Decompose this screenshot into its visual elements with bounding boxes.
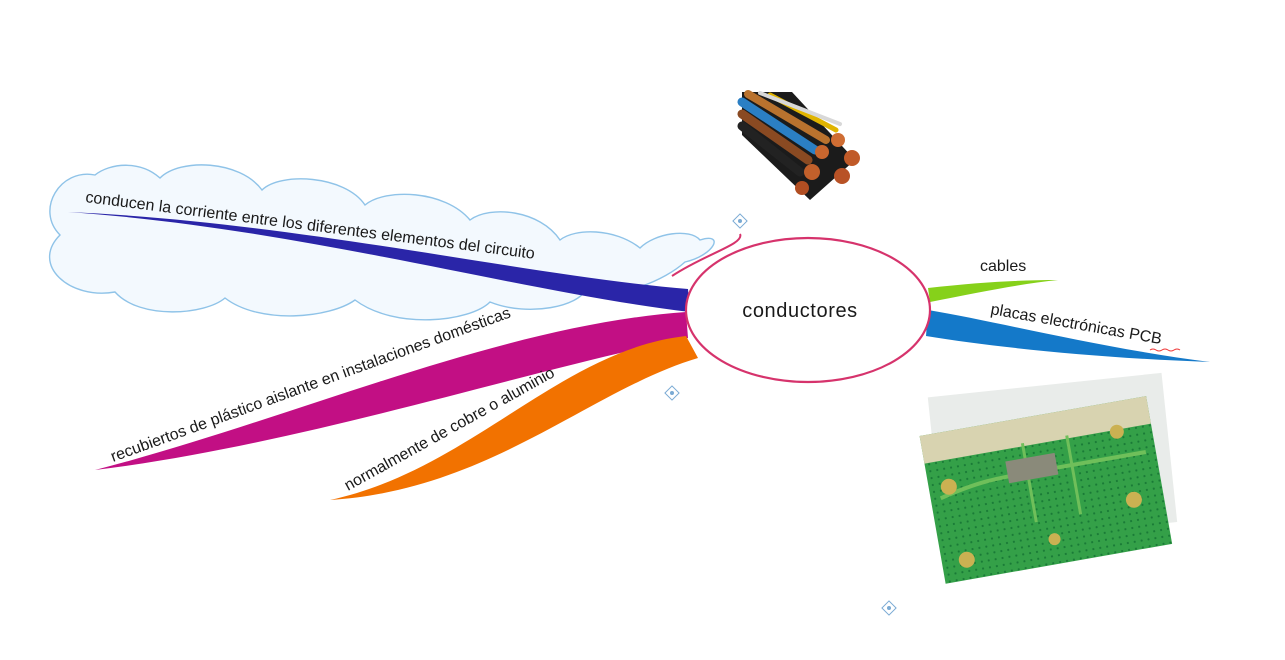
branch-b4[interactable] [928, 280, 1058, 302]
central-topic-outline [671, 233, 742, 277]
handle-icon-2[interactable] [664, 385, 680, 401]
branch-b1[interactable] [68, 212, 690, 312]
branch-b3[interactable] [330, 336, 698, 500]
spellcheck-underline [1149, 348, 1181, 352]
branch-b2[interactable] [95, 312, 688, 470]
cable-icon [737, 90, 860, 200]
central-topic-label: conductores [742, 300, 858, 322]
central-topic[interactable]: conductores [671, 233, 932, 384]
branch-label-b4: cables [980, 258, 1026, 275]
pcb-icon [919, 372, 1178, 584]
central-topic-ellipse [684, 236, 932, 384]
handle-icon-1[interactable] [732, 213, 748, 229]
branch-b5[interactable] [926, 310, 1210, 362]
handle-icon-3[interactable] [881, 600, 897, 616]
